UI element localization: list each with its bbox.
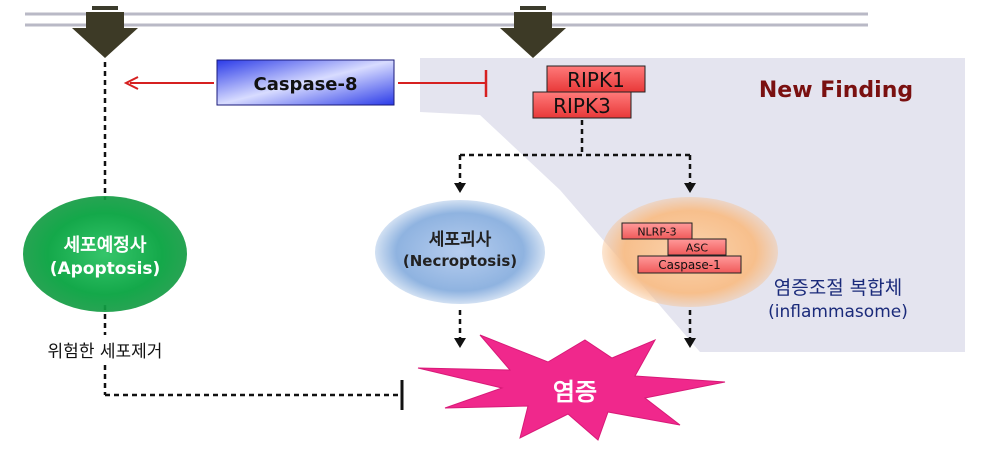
asc-box: ASC	[667, 238, 727, 256]
caspase1-box: Caspase-1	[637, 255, 742, 274]
apoptosis-ko: 세포예정사	[64, 235, 147, 256]
cell-membrane	[25, 12, 868, 27]
caspase8-to-apoptosis-arrow	[123, 76, 214, 90]
caspase8-inhibits-ripk-line	[398, 70, 488, 97]
caspase8-label: Caspase-8	[253, 74, 357, 95]
inflammation-label: 염증	[553, 378, 597, 406]
ripk-branch-lines	[454, 120, 696, 193]
apoptosis-en: (Apoptosis)	[50, 259, 161, 279]
inflammasome-node: NLRP-3 ASC Caspase-1	[602, 197, 778, 307]
receptor-arrow-right	[500, 6, 566, 58]
dangerous-cell-removal-label: 위험한 세포제거	[48, 342, 163, 362]
ripk3-box: RIPK3	[532, 91, 632, 119]
apoptosis-node: 세포예정사 (Apoptosis)	[23, 196, 187, 312]
ripk1-box: RIPK1	[546, 65, 646, 93]
inflammasome-en: (inflammasome)	[768, 302, 908, 322]
caspase1-label: Caspase-1	[658, 258, 721, 272]
new-finding-label: New Finding	[759, 78, 913, 103]
receptor-arrow-left	[72, 6, 138, 58]
inflammation-burst: 염증	[417, 334, 726, 441]
caspase8-box: Caspase-8	[216, 59, 395, 106]
necroptosis-ko: 세포괴사	[429, 230, 492, 250]
asc-label: ASC	[686, 242, 709, 255]
ripk3-label: RIPK3	[553, 94, 611, 118]
necroptosis-en: (Necroptosis)	[403, 252, 517, 270]
necroptosis-node: 세포괴사 (Necroptosis)	[375, 200, 545, 304]
nlrp3-box: NLRP-3	[621, 222, 693, 240]
to-inflammation-arrows	[454, 310, 696, 348]
inflammasome-ko: 염증조절 복합체	[774, 277, 902, 299]
nlrp3-label: NLRP-3	[637, 226, 676, 239]
ripk1-label: RIPK1	[567, 68, 625, 92]
